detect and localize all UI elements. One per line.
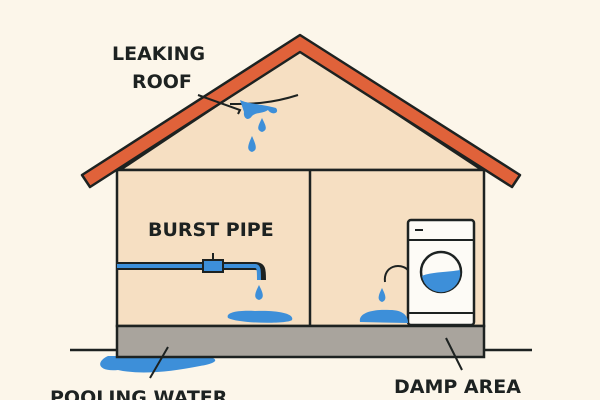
damp-area-pointer — [445, 337, 463, 371]
water-drop-icon — [255, 285, 263, 300]
pipe-valve — [202, 259, 224, 273]
burst-pipe-inner — [117, 264, 261, 281]
label-burst-pipe: BURST PIPE — [148, 219, 274, 241]
label-damp-area: DAMP AREA — [394, 376, 521, 398]
water-drop-icon — [378, 288, 386, 302]
water-drop-icon — [248, 136, 256, 152]
roof-leak-water — [240, 100, 278, 119]
water-drop-icon — [258, 118, 266, 132]
pooling-water-pointer — [149, 346, 169, 379]
washer-puddle — [359, 309, 408, 323]
washer-hose — [383, 265, 409, 283]
label-pooling-water: POOLING WATER — [50, 387, 228, 400]
label-leaking-roof-line2: ROOF — [132, 71, 192, 93]
attic-gable — [115, 48, 487, 172]
roof-crack — [197, 94, 299, 115]
label-leaking-roof-line1: LEAKING — [112, 43, 205, 65]
foundation — [115, 324, 486, 359]
roof — [80, 33, 522, 189]
burst-pipe-puddle — [227, 310, 293, 323]
washer-water — [422, 270, 461, 293]
